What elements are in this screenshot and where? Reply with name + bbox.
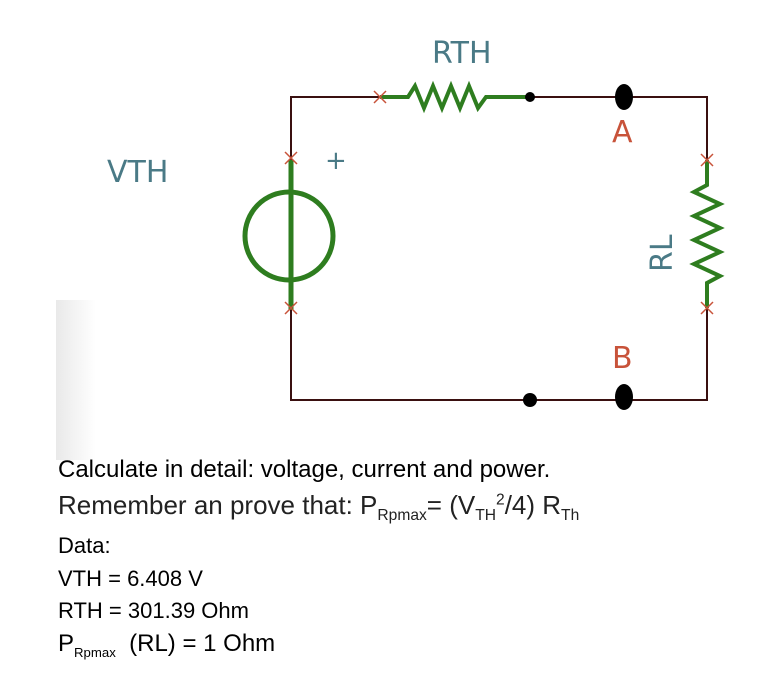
prpmax-sub: Rpmax bbox=[74, 644, 116, 660]
wire-top-left bbox=[290, 96, 380, 168]
terminal-a bbox=[615, 84, 633, 110]
data-heading: Data: bbox=[58, 533, 111, 558]
node-rth-right bbox=[525, 92, 535, 102]
formula-sub-rpmax: Rpmax bbox=[377, 507, 427, 525]
rl-label: RL bbox=[645, 234, 680, 272]
pin-mark-source-top bbox=[284, 151, 298, 165]
pin-mark-rth-left bbox=[373, 90, 387, 104]
vth-label: VTH bbox=[107, 155, 168, 190]
rth-resistor bbox=[380, 80, 530, 114]
node-bottom bbox=[523, 393, 537, 407]
prpmax-line: PRpmax (RL) = 1 Ohm bbox=[58, 630, 275, 660]
wire-right-lower bbox=[290, 308, 708, 401]
formula-line: Remember an prove that: PRpmax= (VTH2/4)… bbox=[58, 490, 579, 525]
terminal-b-label: B bbox=[612, 341, 633, 376]
rth-value: RTH = 301.39 Ohm bbox=[58, 598, 249, 623]
formula-mid: = (V bbox=[426, 490, 476, 520]
rl-resistor bbox=[689, 160, 725, 308]
plus-sign: + bbox=[325, 146, 347, 176]
formula-prefix: Remember an prove that: P bbox=[58, 490, 378, 520]
formula-sup-2: 2 bbox=[496, 491, 505, 509]
formula-after: /4) R bbox=[504, 490, 562, 520]
rth-label: RTH bbox=[432, 36, 492, 71]
pin-mark-source-bottom bbox=[284, 301, 298, 315]
formula-sub-th: TH bbox=[475, 507, 497, 525]
prpmax-suffix: (RL) = 1 Ohm bbox=[115, 630, 276, 657]
circuit-diagram: RTH VTH + A B RL bbox=[107, 36, 725, 410]
pin-mark-rl-bottom bbox=[700, 301, 714, 315]
prpmax-prefix: P bbox=[58, 630, 75, 657]
formula-sub-th2: Th bbox=[561, 507, 580, 525]
terminal-b bbox=[615, 384, 633, 410]
vth-value: VTH = 6.408 V bbox=[58, 566, 203, 591]
wire-top-right bbox=[530, 96, 708, 160]
instruction-line: Calculate in detail: voltage, current an… bbox=[58, 456, 551, 483]
background-shade bbox=[56, 300, 96, 460]
pin-mark-rl-top bbox=[700, 153, 714, 167]
terminal-a-label: A bbox=[612, 115, 633, 150]
